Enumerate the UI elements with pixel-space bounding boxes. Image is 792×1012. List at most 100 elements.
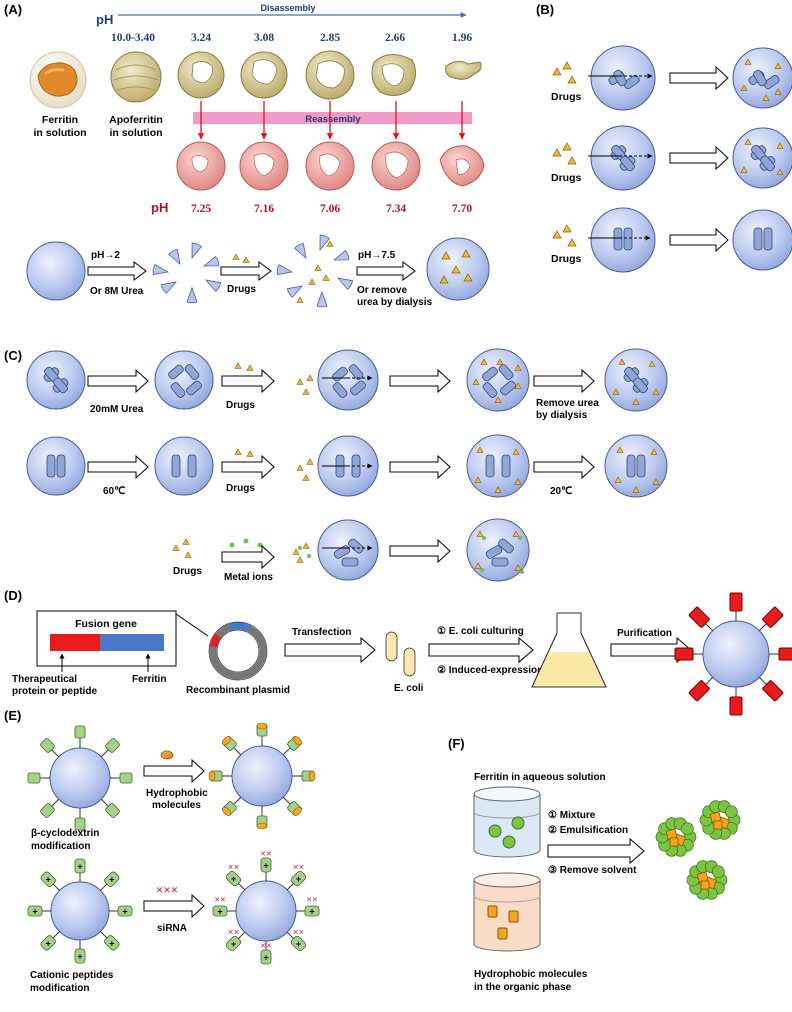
panel-f: Ferritin in aqueous solution Hydrophobic… bbox=[473, 772, 741, 993]
aqueous-label: Ferritin in aqueous solution bbox=[474, 772, 606, 783]
remove-urea-label: by dialysis bbox=[536, 410, 588, 421]
svg-text:+: + bbox=[32, 907, 37, 917]
ferritin-cage bbox=[154, 436, 214, 496]
drug-group bbox=[552, 142, 577, 165]
ecoli-icon bbox=[385, 631, 416, 677]
reassembly-bar bbox=[193, 112, 472, 124]
ph-top-value: 1.96 bbox=[452, 32, 472, 44]
cationic-peptide: + bbox=[104, 935, 120, 951]
subunits-with-drugs bbox=[276, 233, 354, 308]
ph-top-value: 2.66 bbox=[385, 32, 405, 44]
cationic-label: Cationic peptides bbox=[30, 970, 114, 981]
drug-loaded-cage bbox=[466, 348, 530, 412]
cationic-ferritin: ++++++++ bbox=[27, 858, 133, 964]
process-arrow bbox=[143, 758, 205, 784]
ph-axis-label: pH bbox=[96, 12, 113, 27]
svg-text:✕✕: ✕✕ bbox=[214, 897, 226, 904]
process-arrow bbox=[389, 454, 451, 480]
step-label: pH→7.5 bbox=[358, 250, 396, 261]
apoferritin-sphere-image bbox=[110, 51, 162, 103]
cyclodextrin-ring bbox=[287, 736, 302, 751]
therapeutic-protein-block bbox=[778, 647, 792, 661]
hydrophobic-molecule-icon bbox=[160, 750, 174, 760]
therapeutic-protein-block bbox=[688, 606, 710, 628]
therapeutic-label: protein or peptide bbox=[12, 686, 97, 697]
ph-top-value: 10.0-3.40 bbox=[111, 32, 155, 44]
cationic-peptide: + ✕✕ bbox=[225, 864, 242, 887]
cationic-peptide: + bbox=[74, 858, 86, 874]
process-arrow bbox=[221, 368, 275, 394]
cationic-peptide: + bbox=[117, 905, 133, 917]
process-arrow bbox=[87, 454, 149, 480]
cationic-peptide: +✕✕ bbox=[304, 897, 320, 917]
cationic-peptide: + bbox=[40, 871, 56, 887]
drug-loaded-cage bbox=[466, 434, 530, 498]
drug-loaded-cage bbox=[426, 237, 490, 301]
process-arrow bbox=[221, 544, 275, 570]
hydrophobic-label: molecules bbox=[152, 800, 201, 811]
step-label: Or 8M Urea bbox=[90, 286, 144, 297]
therapeutic-protein-block bbox=[729, 696, 743, 716]
transfection-label: Transfection bbox=[292, 627, 351, 638]
process-arrow bbox=[87, 368, 149, 394]
process-arrow bbox=[669, 227, 729, 253]
cyclodextrin-ring bbox=[256, 722, 268, 737]
reassembled-sphere-image bbox=[305, 141, 355, 191]
ferritin-gene-label: Ferritin bbox=[132, 674, 166, 685]
cyclodextrin-ring bbox=[105, 738, 120, 753]
organic-label: Hydrophobic molecules bbox=[474, 969, 588, 980]
svg-text:✕✕: ✕✕ bbox=[293, 864, 305, 871]
ferritin-cage bbox=[154, 350, 214, 410]
reassembled-sphere-image bbox=[371, 141, 421, 191]
reassembled-sphere-image bbox=[239, 141, 289, 191]
svg-text:+: + bbox=[296, 939, 301, 949]
svg-text:✕✕: ✕✕ bbox=[228, 864, 240, 871]
disassembly-label: Disassembly bbox=[260, 3, 315, 13]
cyclodextrin-ferritin bbox=[27, 725, 133, 831]
culture-step-label: ① E. coli culturing bbox=[437, 626, 524, 637]
purification-label: Purification bbox=[617, 628, 672, 639]
cyclodextrin-ring bbox=[119, 772, 133, 784]
svg-text:+: + bbox=[296, 874, 301, 884]
process-arrow bbox=[547, 837, 645, 865]
process-arrow bbox=[428, 636, 534, 664]
disassembled-subunits bbox=[152, 241, 222, 304]
cyclodextrin-ring bbox=[222, 736, 237, 751]
process-arrow bbox=[356, 261, 416, 281]
process-arrow bbox=[533, 368, 595, 394]
therapeutic-protein-block bbox=[729, 592, 743, 612]
process-arrow bbox=[220, 261, 272, 281]
ferritin-cage bbox=[26, 436, 86, 496]
sirna-label: siRNA bbox=[157, 923, 187, 934]
disassembled-sphere-image bbox=[371, 54, 416, 96]
svg-text:+: + bbox=[109, 938, 114, 948]
ferritin-nanoparticle-cluster bbox=[655, 817, 697, 857]
disassembled-sphere-image bbox=[305, 50, 355, 100]
plasmid-label: Recombinant plasmid bbox=[186, 685, 290, 696]
cationic-peptide: + bbox=[74, 948, 86, 964]
svg-text:+: + bbox=[46, 875, 51, 885]
ph-top-value: 2.85 bbox=[320, 32, 340, 44]
drugs-label: Drugs bbox=[226, 483, 255, 494]
svg-text:+: + bbox=[231, 939, 236, 949]
panel-label-b: (B) bbox=[536, 2, 554, 17]
reassembled-sphere-image bbox=[439, 145, 485, 187]
svg-text:+: + bbox=[231, 874, 236, 884]
panel-label-f: (F) bbox=[448, 736, 465, 751]
svg-text:+: + bbox=[309, 907, 314, 917]
panel-c: 20mM Urea Drugs Remove urea by dialysis bbox=[26, 348, 668, 583]
step-label: Or remove bbox=[357, 285, 407, 296]
process-arrow bbox=[669, 65, 729, 91]
ph-bottom-value: 7.70 bbox=[452, 203, 472, 215]
ferritin-label: Ferritin bbox=[42, 114, 78, 126]
cyclodextrin-ring bbox=[74, 725, 86, 739]
cyclodextrin-ring bbox=[287, 801, 302, 816]
panel-e: β-cyclodextrin modification Hydrophobic … bbox=[27, 722, 320, 994]
drug-group bbox=[552, 224, 577, 247]
step-label: pH→2 bbox=[91, 250, 120, 261]
cyclodextrin-ring bbox=[74, 817, 86, 831]
ferritin-cage bbox=[317, 519, 379, 581]
process-arrow bbox=[533, 454, 595, 480]
cd-label: β-cyclodextrin bbox=[31, 828, 99, 839]
drugs-label: Drugs bbox=[173, 566, 202, 577]
